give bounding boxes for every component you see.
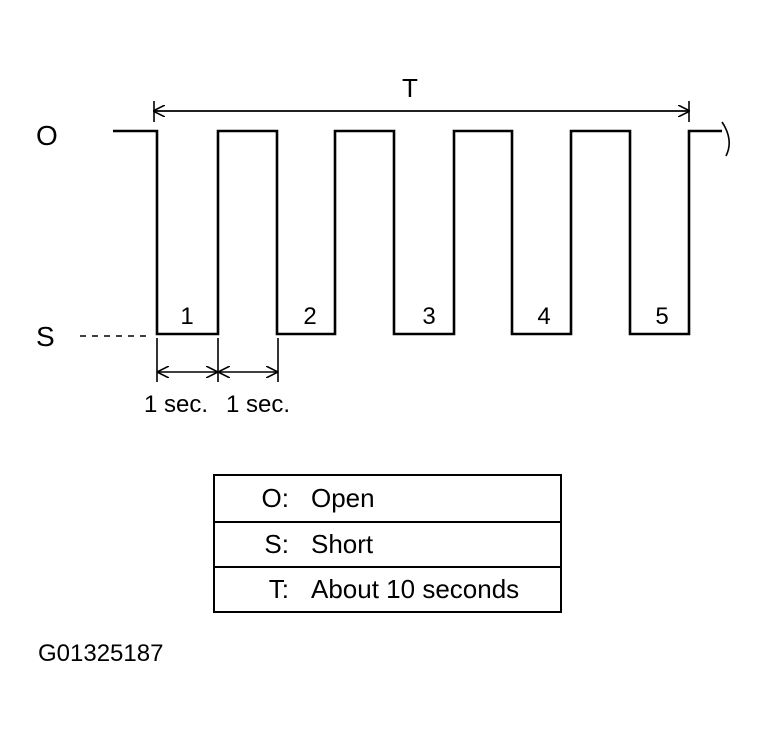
figure-id: G01325187	[38, 640, 164, 667]
low-duration-label: 1 sec.	[144, 391, 208, 418]
period-label: T	[402, 73, 418, 103]
pulse-label: 5	[655, 303, 668, 330]
waveform-diagram: O S T 1 2 3 4 5 1 sec. 1 sec.	[36, 73, 730, 418]
pulse-label: 3	[422, 303, 435, 330]
waveform-break-mark	[721, 121, 730, 157]
legend-key: S:	[264, 529, 289, 559]
pulse-label: 2	[303, 303, 316, 330]
legend-value: Short	[311, 529, 374, 559]
open-state-label: O	[36, 120, 58, 151]
legend-row: O: Open	[215, 476, 560, 521]
square-waveform	[113, 129, 722, 336]
legend-value: Open	[311, 483, 375, 513]
legend-key: T:	[268, 574, 289, 604]
short-state-label: S	[36, 321, 55, 352]
legend-row: T: About 10 seconds	[215, 566, 560, 611]
legend-row: S: Short	[215, 521, 560, 566]
legend-value: About 10 seconds	[311, 574, 520, 604]
pulse-label: 4	[537, 303, 550, 330]
high-duration-label: 1 sec.	[226, 391, 290, 418]
pulse-label: 1	[180, 303, 193, 330]
legend-key: O:	[261, 483, 289, 513]
legend-table: O: Open S: Short T: About 10 seconds	[213, 474, 562, 613]
